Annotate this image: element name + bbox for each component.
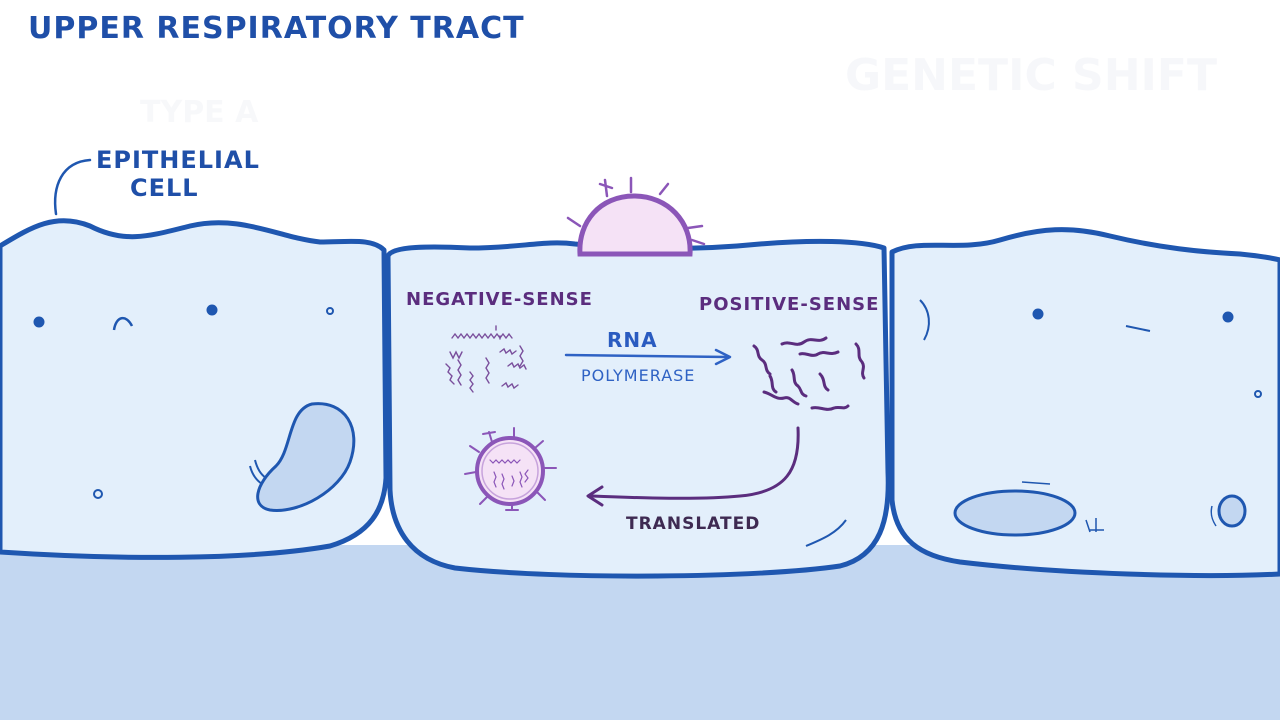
virus-budding-icon xyxy=(566,176,706,257)
translated-label: TRANSLATED xyxy=(626,514,760,534)
epithelial-label-line1: EPITHELIAL xyxy=(96,146,260,174)
polymerase-arrowhead xyxy=(714,348,732,366)
polymerase-label: POLYMERASE xyxy=(581,366,695,385)
page-title: UPPER RESPIRATORY TRACT xyxy=(28,11,525,46)
epithelial-cell-right xyxy=(889,227,1280,578)
translated-arrow xyxy=(590,426,800,500)
negative-rna-strands-icon xyxy=(445,325,527,393)
negative-sense-label: NEGATIVE-SENSE xyxy=(406,289,593,310)
epithelial-cell-left xyxy=(0,218,389,560)
ghost-text: GENETIC SHIFT xyxy=(845,50,1217,101)
epithelial-label-line2: CELL xyxy=(130,174,199,202)
left-cell-details xyxy=(33,304,334,499)
vesicle-icon-right xyxy=(1217,494,1247,528)
ghost-text-small: TYPE A xyxy=(140,95,259,130)
translated-arrowhead xyxy=(586,485,604,507)
rna-label: RNA xyxy=(607,328,658,352)
epithelial-pointer xyxy=(53,158,92,216)
positive-rna-strands-icon xyxy=(752,336,866,411)
virus-icon xyxy=(464,427,557,511)
positive-sense-label: POSITIVE-SENSE xyxy=(699,294,879,315)
right-cell-details xyxy=(919,299,1262,533)
nucleus-icon-right xyxy=(953,489,1077,537)
middle-cell-mark xyxy=(805,519,847,547)
nucleus-icon-left xyxy=(256,402,356,512)
polymerase-arrow xyxy=(564,353,730,359)
